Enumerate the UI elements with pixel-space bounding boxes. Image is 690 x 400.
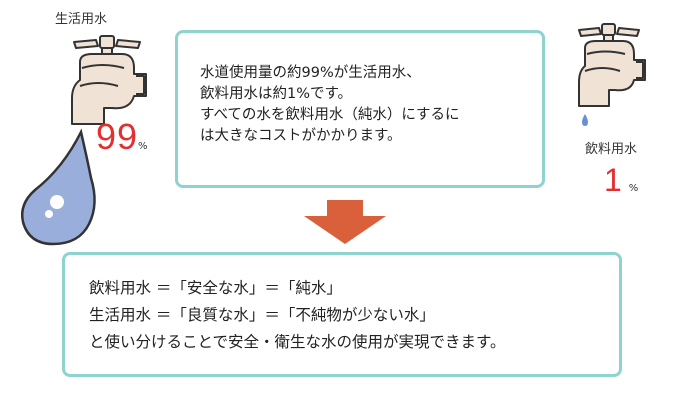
faucet-icon [578, 23, 646, 107]
faucet-icon [71, 35, 147, 125]
bottom-line-2: 生活用水 ＝「良質な水」＝「不純物が少ない水」 [89, 306, 435, 324]
bottom-line-3: と使い分けることで安全・衛生な水の使用が実現できます。 [89, 333, 506, 351]
bottom-summary-box: 飲料用水 ＝「安全な水」＝「純水」 生活用水 ＝「良質な水」＝「不純物が少ない水… [62, 252, 622, 377]
left-percent-unit: % [138, 141, 148, 152]
water-drop-icon [21, 128, 96, 246]
top-line-4: は大きなコストがかかります。 [200, 128, 402, 144]
down-arrow-icon [304, 200, 386, 244]
right-percent-value: 1 [604, 162, 623, 198]
small-water-drop-icon [582, 114, 588, 126]
right-label: 飲料用水 [585, 142, 638, 157]
right-percentage: 1% [604, 162, 638, 199]
bottom-line-1: 飲料用水 ＝「安全な水」＝「純水」 [89, 279, 342, 297]
right-percent-unit: % [628, 183, 639, 194]
left-label: 生活用水 [55, 12, 108, 27]
top-line-1: 水道使用量の約99%が生活用水、 [200, 65, 421, 81]
left-percentage: 99% [96, 116, 148, 158]
top-info-box: 水道使用量の約99%が生活用水、 飲料用水は約1%です。 すべての水を飲料用水（… [175, 30, 545, 188]
left-percent-value: 99 [96, 116, 139, 157]
top-line-3: すべての水を飲料用水（純水）にするに [200, 107, 460, 123]
top-line-2: 飲料用水は約1%です。 [200, 86, 353, 102]
